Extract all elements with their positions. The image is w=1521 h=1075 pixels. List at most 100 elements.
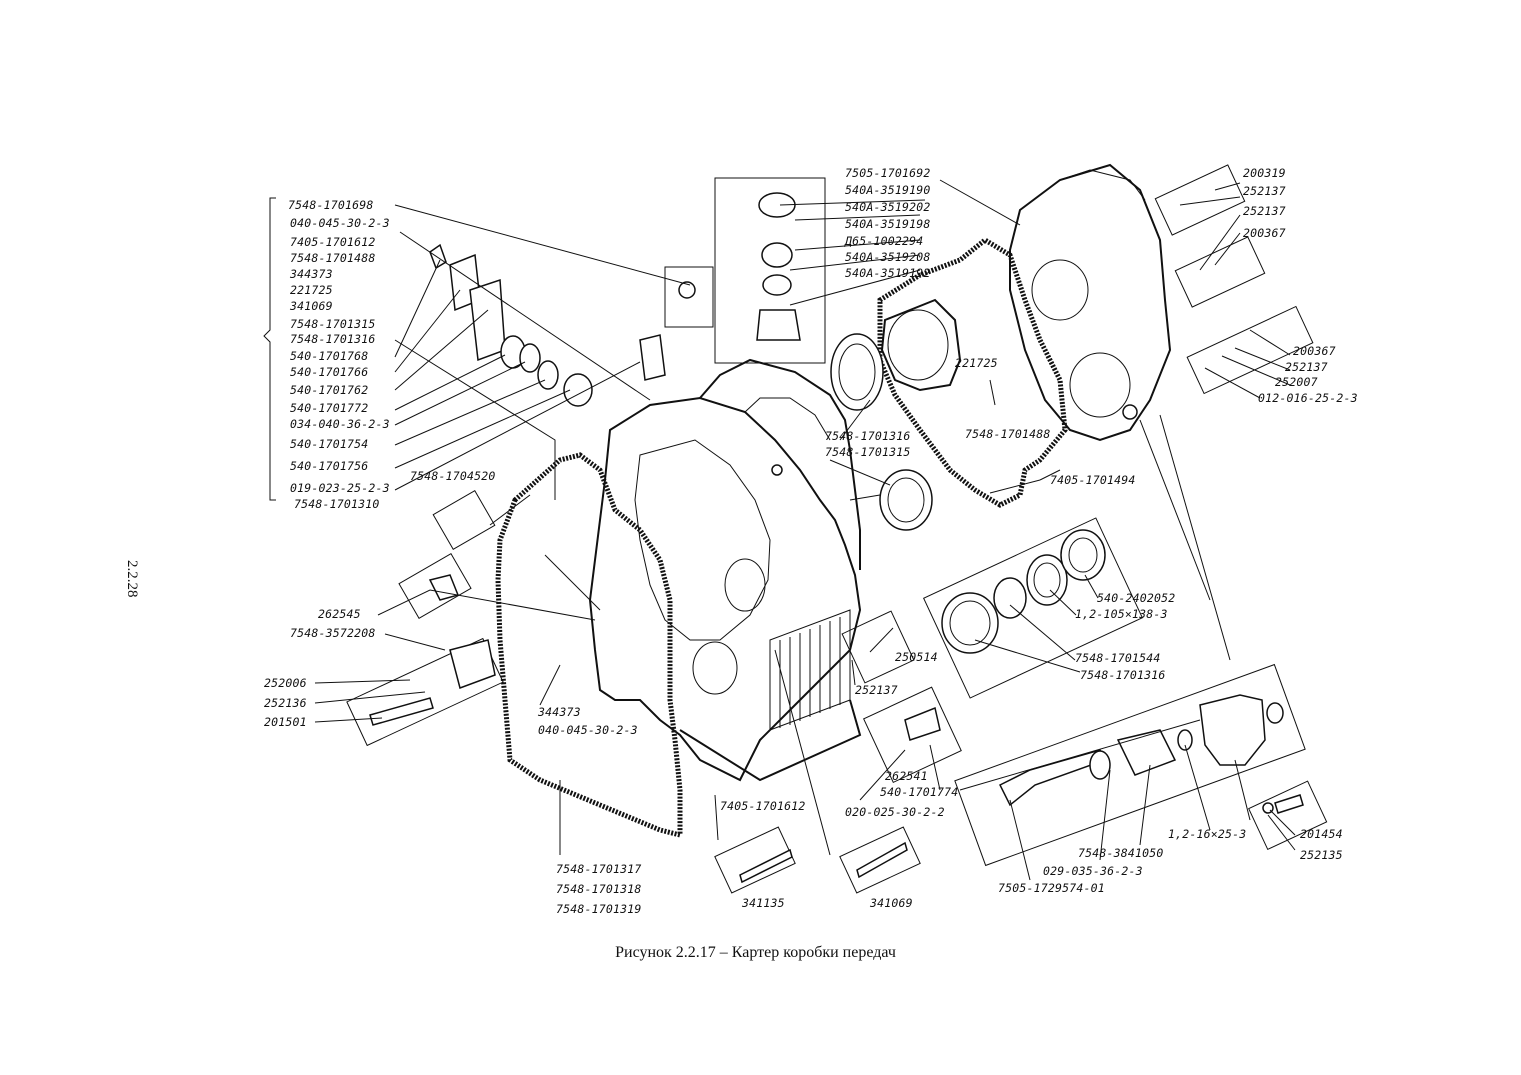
label-7548-1701316-right: 7548-1701316 — [1080, 668, 1166, 682]
label-540a-3519198: 540А-3519198 — [845, 217, 931, 231]
detail-box-sensor — [954, 663, 1306, 867]
detail-box-stud-2 — [839, 826, 921, 894]
label-019-023-25-2-3: 019-023-25-2-3 — [290, 481, 390, 495]
label-201454: 201454 — [1300, 827, 1343, 841]
label-540-1701754: 540-1701754 — [290, 437, 369, 451]
label-7548-1701310: 7548-1701310 — [294, 497, 380, 511]
housing-plug — [771, 464, 783, 476]
filter-cap — [758, 192, 796, 218]
label-7548-1701544: 7548-1701544 — [1075, 651, 1161, 665]
detail-box-sensor-bolt — [1248, 780, 1328, 851]
detail-box-filter — [714, 177, 826, 364]
seal-ring-3 — [1026, 554, 1068, 606]
sensor-sleeve — [1116, 729, 1177, 776]
label-200319: 200319 — [1243, 166, 1286, 180]
sensor-cap — [1266, 702, 1284, 724]
label-262541: 262541 — [885, 769, 928, 783]
label-7548-1704520: 7548-1704520 — [410, 469, 496, 483]
label-540-1701772: 540-1701772 — [290, 401, 369, 415]
label-252135: 252135 — [1300, 848, 1343, 862]
label-029-035-36-2-3: 029-035-36-2-3 — [1043, 864, 1143, 878]
right-flange-plate — [880, 298, 962, 392]
label-540-1701768: 540-1701768 — [290, 349, 369, 363]
label-540-1701762: 540-1701762 — [290, 383, 369, 397]
label-7548-1701488: 7548-1701488 — [290, 251, 376, 265]
page-number: 2.2.28 — [124, 560, 140, 598]
label-252137-b: 252137 — [1243, 204, 1286, 218]
label-540-1701766: 540-1701766 — [290, 365, 369, 379]
detail-box-bolt-1 — [1154, 164, 1246, 236]
label-200367-a: 200367 — [1243, 226, 1286, 240]
label-341069-lower: 341069 — [870, 896, 913, 910]
label-252137-a: 252137 — [1243, 184, 1286, 198]
label-250514: 250514 — [895, 650, 938, 664]
label-7548-3841050: 7548-3841050 — [1078, 846, 1164, 860]
detail-box-bolt-2 — [1174, 236, 1266, 308]
sensor-washer — [1177, 729, 1193, 751]
cover-bolt — [1122, 404, 1138, 420]
cylinder-sleeve — [639, 334, 666, 381]
plug-top-left — [429, 243, 447, 270]
detail-box-eyebolt — [664, 266, 714, 328]
label-344373-lower: 344373 — [538, 705, 581, 719]
label-200367-b: 200367 — [1293, 344, 1336, 358]
detail-box-washer — [432, 489, 496, 551]
label-7548-1701318: 7548-1701318 — [556, 882, 642, 896]
filter-mesh — [762, 274, 792, 296]
label-012-016-25-2-3: 012-016-25-2-3 — [1258, 391, 1358, 405]
label-7548-1701316: 7548-1701316 — [290, 332, 376, 346]
label-252007: 252007 — [1275, 375, 1318, 389]
label-040-045-30-2-3: 040-045-30-2-3 — [290, 216, 390, 230]
label-7405-1701612: 7405-1701612 — [290, 235, 376, 249]
leader-lines — [314, 179, 1296, 881]
label-540-1701756: 540-1701756 — [290, 459, 369, 473]
label-7548-1701316-mid: 7548-1701316 — [825, 429, 911, 443]
housing-base — [679, 699, 862, 782]
housing-ribs — [769, 609, 851, 731]
label-7548-3572208: 7548-3572208 — [290, 626, 376, 640]
housing-bore-lower — [692, 641, 738, 695]
label-341135: 341135 — [742, 896, 785, 910]
label-344373: 344373 — [290, 267, 333, 281]
detail-box-fitting — [863, 686, 962, 784]
sensor-o-ring — [1089, 750, 1111, 780]
right-cover — [1009, 163, 1172, 442]
seal-ring-2 — [993, 577, 1027, 619]
cover-ribs — [1059, 169, 1146, 201]
label-221725: 221725 — [290, 283, 333, 297]
label-1-2-105x138-3: 1,2-105×138-3 — [1075, 607, 1168, 621]
figure-caption-text: Рисунок 2.2.17 – Картер коробки передач — [615, 944, 896, 961]
label-341069: 341069 — [290, 299, 333, 313]
detail-box-nut — [841, 610, 915, 684]
drain-coupling — [449, 639, 496, 689]
housing-bore-mid — [724, 558, 766, 612]
drain-plug — [428, 574, 460, 601]
fitting — [904, 706, 941, 741]
filter-spring — [761, 242, 793, 268]
detail-box-drain — [346, 637, 504, 747]
left-gasket — [495, 452, 683, 839]
label-7548-1701315-mid: 7548-1701315 — [825, 445, 911, 459]
flange-bore — [887, 309, 949, 381]
eyebolt — [678, 281, 696, 299]
breather-disc — [537, 360, 559, 390]
housing-ridge — [744, 397, 831, 441]
cover-bore-lower — [1069, 352, 1131, 418]
label-221725-right: 221725 — [955, 356, 998, 370]
detail-box-bolt-3 — [1186, 305, 1314, 395]
label-540a-3519192: 540А-3519192 — [845, 266, 931, 280]
detail-box-seals — [922, 517, 1144, 699]
label-7548-1701319: 7548-1701319 — [556, 902, 642, 916]
breather-cap — [563, 373, 593, 407]
stud-1 — [739, 848, 793, 884]
label-7505-1729574-01: 7505-1729574-01 — [998, 881, 1105, 895]
filter-body — [756, 309, 801, 341]
breather-plate — [469, 278, 506, 362]
label-group-bracket — [263, 197, 276, 501]
label-201501: 201501 — [264, 715, 307, 729]
cover-bore-upper — [1031, 259, 1089, 321]
detail-box-stud-1 — [714, 826, 796, 894]
label-040-045-30-2-3-lower: 040-045-30-2-3 — [538, 723, 638, 737]
